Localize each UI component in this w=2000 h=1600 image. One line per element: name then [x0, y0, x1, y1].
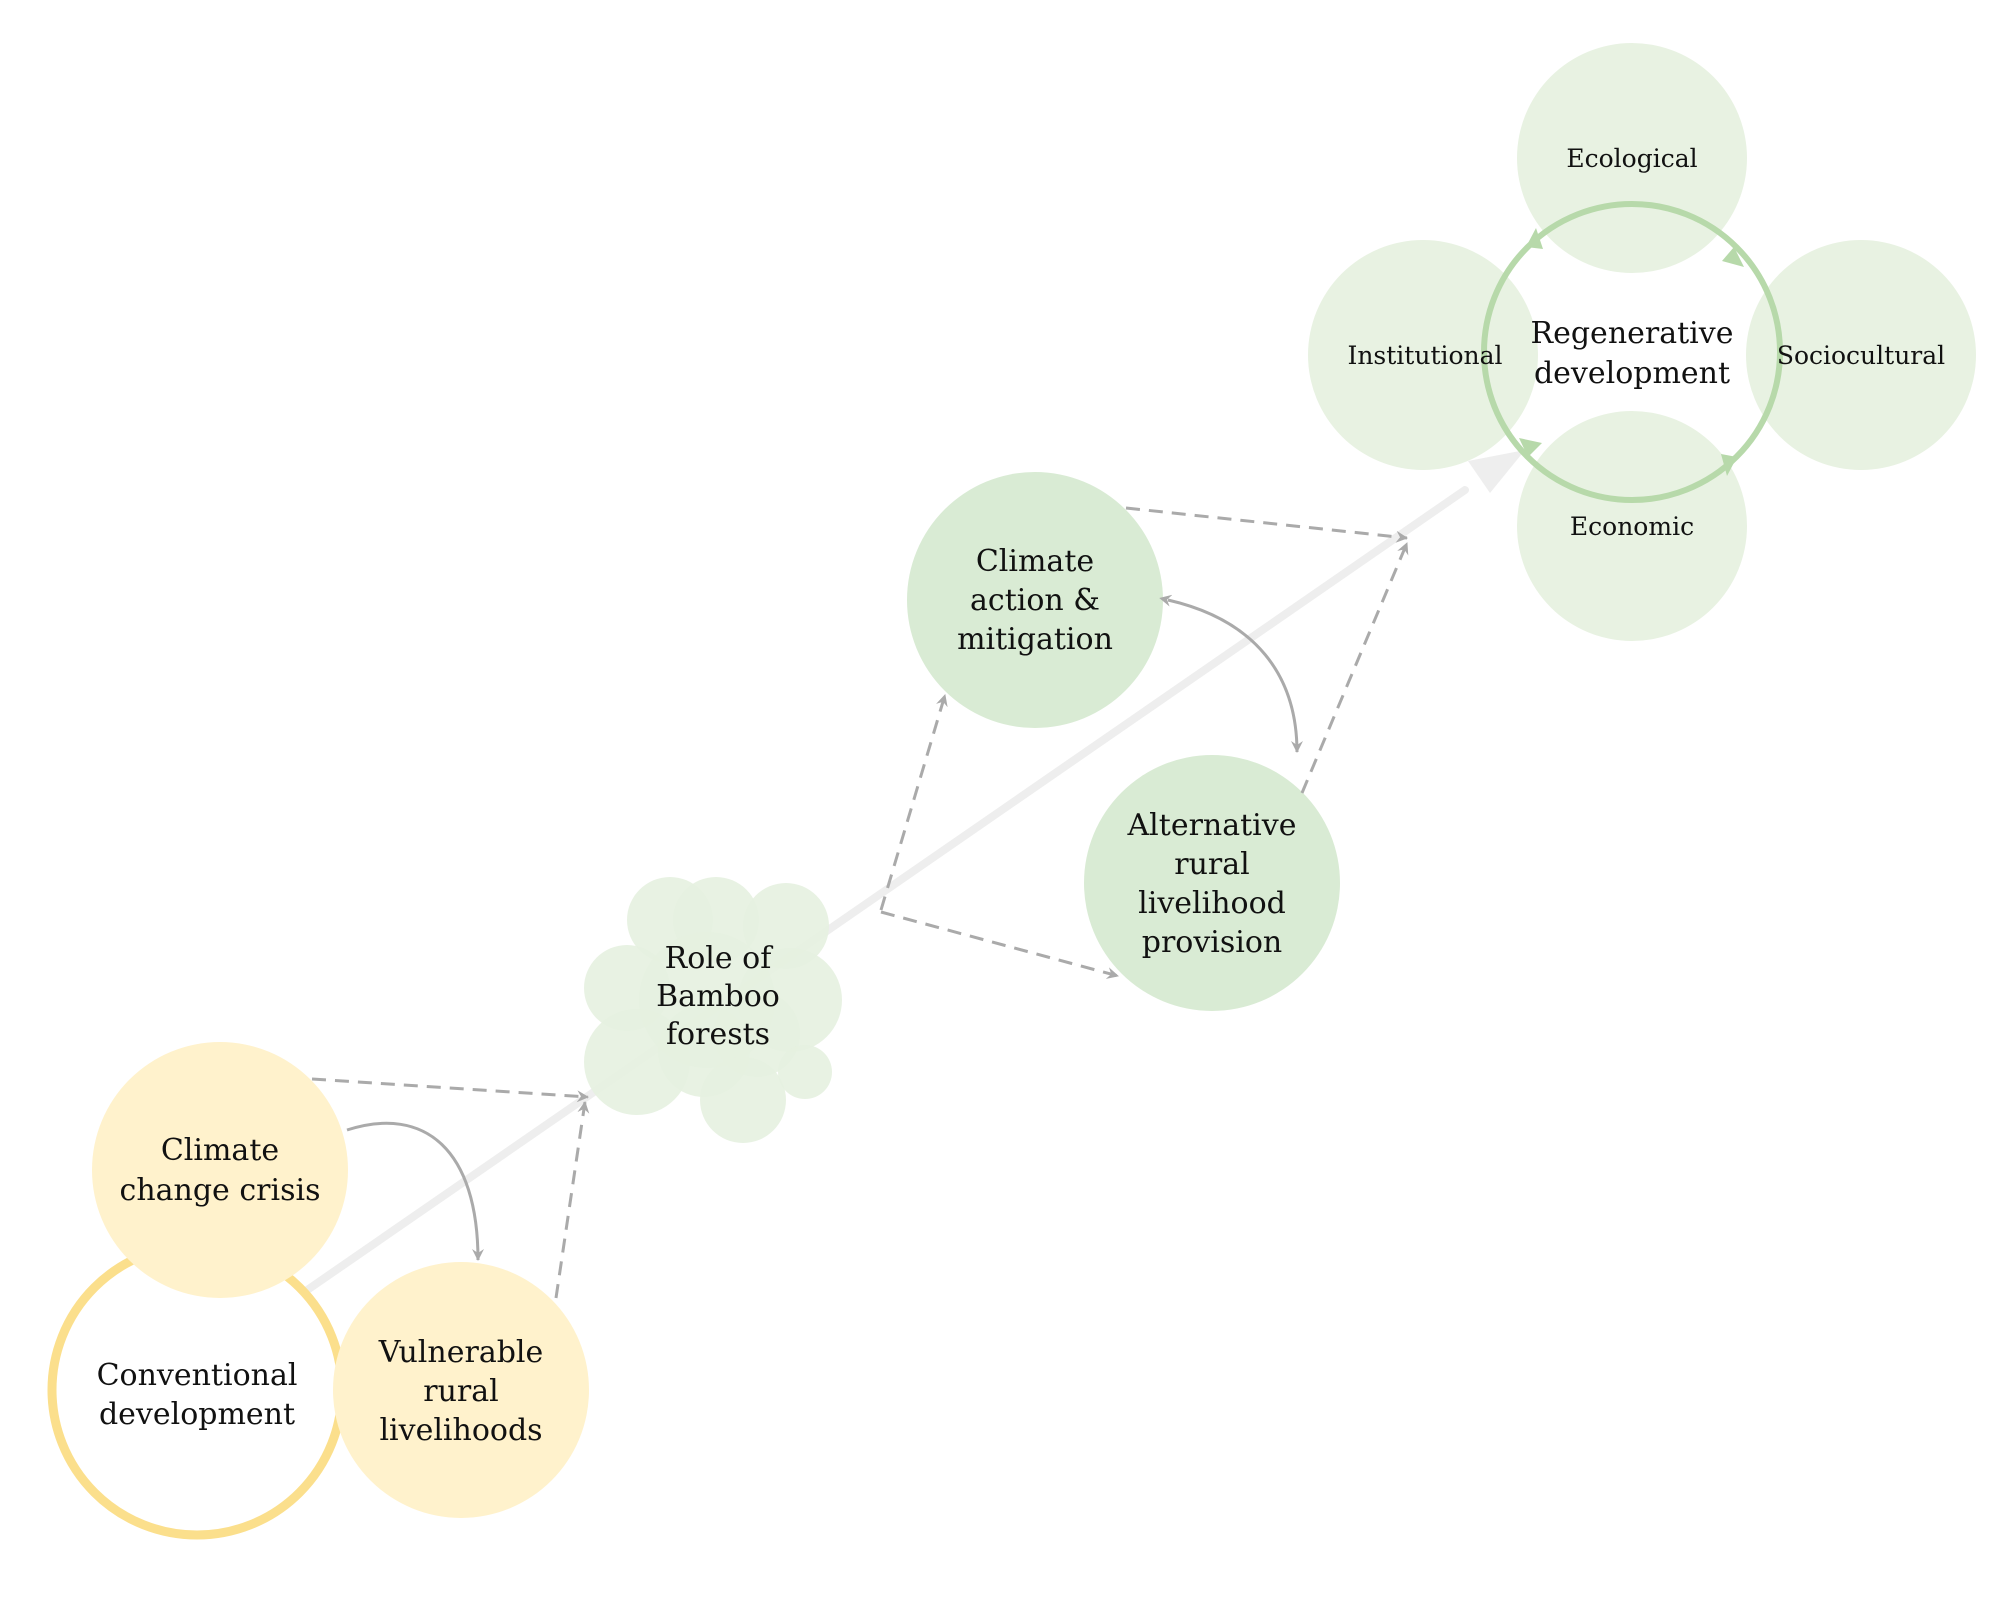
economic-circle: [1517, 411, 1747, 641]
conventional-development-label: development: [99, 1397, 295, 1432]
regenerative-development-label: development: [1534, 356, 1730, 391]
climate-action-label: Climate: [976, 544, 1094, 579]
institutional-circle: [1308, 240, 1538, 470]
dashed-arrow: [880, 910, 1119, 979]
alternative-livelihood-label: livelihood: [1138, 886, 1286, 921]
vulnerable-livelihoods-label: rural: [423, 1374, 498, 1409]
sociocultural-circle: [1746, 240, 1976, 470]
ecological-label: Ecological: [1566, 144, 1697, 173]
conventional-development-label: Conventional: [97, 1358, 298, 1393]
dashed-arrow: [1125, 506, 1408, 543]
climate-crisis-label: Climate: [161, 1133, 279, 1168]
action-livelihood-double-arrow: [1159, 594, 1303, 753]
climate-action-circle: [907, 472, 1163, 728]
alternative-livelihood-label: Alternative: [1127, 808, 1297, 843]
cycle-arrow-icon: [1519, 438, 1542, 457]
sociocultural-label: Sociocultural: [1777, 341, 1945, 370]
crisis-to-vulnerable-arrow: [346, 1121, 484, 1261]
bamboo-label: Role of: [665, 941, 774, 976]
climate-action-label: mitigation: [957, 622, 1113, 657]
cycle-arrow-icon: [1721, 454, 1737, 476]
dashed-arrow: [554, 1101, 590, 1299]
dashed-arrow: [1300, 542, 1409, 794]
climate-crisis-circle: [92, 1042, 348, 1298]
alternative-livelihood-label: provision: [1142, 925, 1283, 960]
regenerative-development-label: Regenerative: [1531, 316, 1734, 351]
alternative-livelihood-circle: [1084, 755, 1340, 1011]
climate-action-label: action &: [970, 583, 1100, 618]
vulnerable-livelihoods-circle: [333, 1262, 589, 1518]
vulnerable-livelihoods-label: Vulnerable: [378, 1335, 544, 1370]
bamboo-label: Bamboo: [656, 979, 780, 1014]
institutional-label: Institutional: [1347, 341, 1502, 370]
cycle-arrow-icon: [1722, 247, 1744, 267]
dashed-arrow: [311, 1077, 589, 1103]
bamboo-cluster: [584, 877, 842, 1143]
climate-crisis-label: change crisis: [120, 1173, 321, 1208]
vulnerable-livelihoods-label: livelihoods: [379, 1413, 542, 1448]
regenerative-cycle: [1481, 201, 1783, 503]
cycle-arrow-icon: [1526, 228, 1543, 249]
economic-label: Economic: [1570, 512, 1694, 541]
bamboo-label: forests: [666, 1017, 770, 1052]
dashed-connectors: [311, 506, 1409, 1299]
alternative-livelihood-label: rural: [1174, 847, 1249, 882]
dashed-line: [879, 694, 948, 911]
